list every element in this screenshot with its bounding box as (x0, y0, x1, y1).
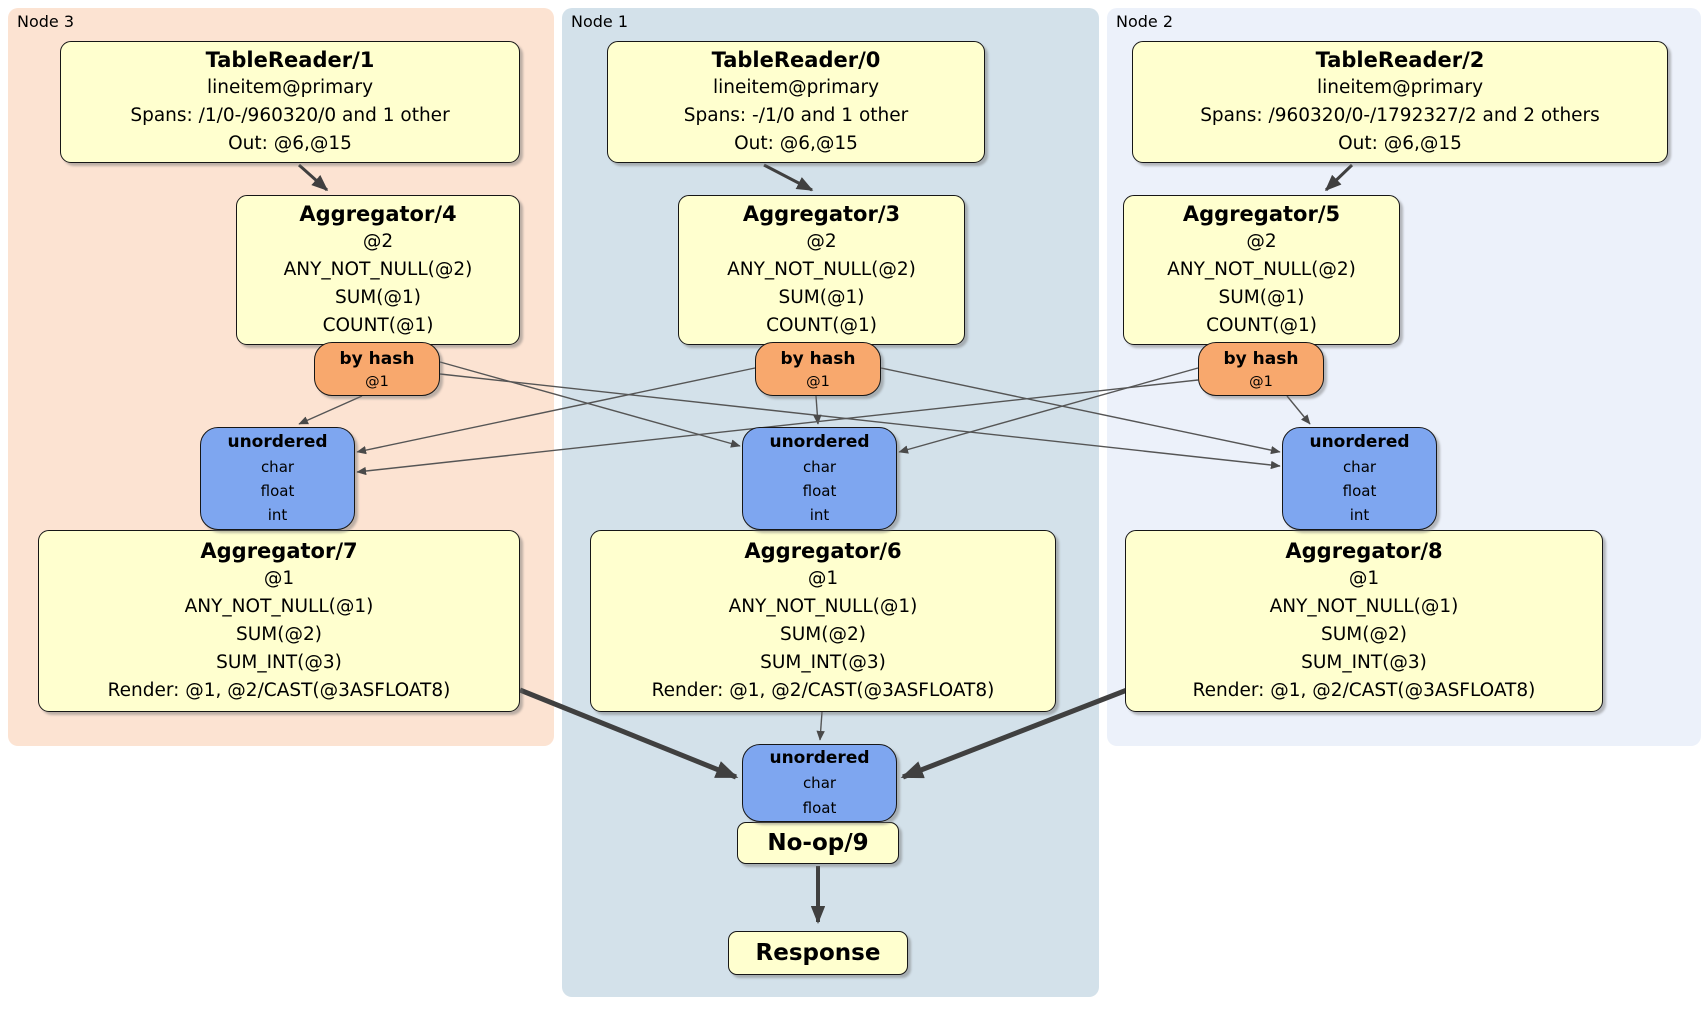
hash-router: by hash @1 (1198, 342, 1324, 396)
agg-fn-label: SUM_INT(@3) (216, 652, 342, 673)
agg-fn-label: SUM_INT(@3) (1301, 652, 1427, 673)
router-detail: @1 (1249, 373, 1273, 390)
final-aggregator-box: Aggregator/8 @1 ANY_NOT_NULL(@1) SUM(@2)… (1125, 530, 1603, 712)
sync-title: unordered (227, 432, 328, 452)
sync-type: char (802, 458, 837, 476)
agg-fn-label: ANY_NOT_NULL(@1) (728, 596, 918, 617)
agg-fn-label: SUM(@1) (1218, 287, 1305, 308)
agg-group-label: @2 (362, 231, 394, 252)
index-label: lineitem@primary (1316, 77, 1484, 98)
router-title: by hash (780, 348, 856, 369)
sync-type: char (1342, 458, 1377, 476)
hash-router: by hash @1 (755, 342, 881, 396)
node-label: Node 1 (571, 12, 629, 31)
unordered-sync: unordered char float int (1282, 427, 1437, 530)
table-reader-box: TableReader/0 lineitem@primary Spans: -/… (607, 41, 985, 163)
sync-type: int (267, 506, 288, 524)
sync-type: int (1349, 506, 1370, 524)
processor-title: Aggregator/5 (1182, 202, 1341, 226)
table-reader-box: TableReader/2 lineitem@primary Spans: /9… (1132, 41, 1668, 163)
aggregator-box: Aggregator/4 @2 ANY_NOT_NULL(@2) SUM(@1)… (236, 195, 520, 345)
sync-type: char (802, 773, 837, 792)
index-label: lineitem@primary (712, 77, 880, 98)
agg-group-label: @1 (807, 568, 839, 589)
agg-fn-label: ANY_NOT_NULL(@2) (1167, 259, 1356, 280)
processor-title: TableReader/2 (1315, 48, 1485, 72)
processor-title: No-op/9 (767, 830, 869, 856)
sync-type: float (802, 798, 837, 817)
render-label: Render: @1, @2/CAST(@3ASFLOAT8) (107, 680, 451, 701)
agg-fn-label: SUM(@1) (778, 287, 865, 308)
spans-label: Spans: -/1/0 and 1 other (683, 105, 909, 126)
agg-fn-label: SUM(@2) (780, 624, 866, 645)
render-label: Render: @1, @2/CAST(@3ASFLOAT8) (1192, 680, 1536, 701)
sync-title: unordered (769, 432, 870, 452)
out-label: Out: @6,@15 (228, 133, 352, 154)
processor-title: Aggregator/6 (744, 539, 902, 563)
render-label: Render: @1, @2/CAST(@3ASFLOAT8) (651, 680, 995, 701)
router-detail: @1 (806, 373, 830, 390)
noop-box: No-op/9 (737, 822, 899, 864)
processor-title: Aggregator/4 (299, 202, 457, 226)
agg-fn-label: SUM(@2) (236, 624, 322, 645)
aggregator-box: Aggregator/3 @2 ANY_NOT_NULL(@2) SUM(@1)… (678, 195, 965, 345)
aggregator-box: Aggregator/5 @2 ANY_NOT_NULL(@2) SUM(@1)… (1123, 195, 1400, 345)
unordered-sync: unordered char float int (200, 427, 355, 530)
node-label: Node 2 (1116, 12, 1174, 31)
agg-fn-label: SUM_INT(@3) (760, 652, 886, 673)
sync-type: float (1342, 482, 1377, 500)
unordered-sync: unordered char float int (742, 427, 897, 530)
agg-group-label: @1 (263, 568, 295, 589)
agg-fn-label: ANY_NOT_NULL(@1) (184, 596, 374, 617)
processor-title: TableReader/1 (205, 48, 375, 72)
router-title: by hash (339, 348, 415, 369)
hash-router: by hash @1 (314, 342, 440, 396)
agg-fn-label: COUNT(@1) (766, 315, 877, 336)
agg-fn-label: COUNT(@1) (322, 315, 434, 336)
index-label: lineitem@primary (206, 77, 374, 98)
sync-type: char (260, 458, 295, 476)
router-title: by hash (1223, 348, 1299, 369)
processor-title: Aggregator/8 (1285, 539, 1443, 563)
out-label: Out: @6,@15 (734, 133, 858, 154)
output-unordered-sync: unordered char float (742, 744, 897, 822)
response-title: Response (755, 940, 881, 966)
agg-fn-label: ANY_NOT_NULL(@1) (1269, 596, 1459, 617)
sync-type: float (260, 482, 295, 500)
agg-fn-label: ANY_NOT_NULL(@2) (727, 259, 916, 280)
agg-fn-label: SUM(@2) (1321, 624, 1407, 645)
out-label: Out: @6,@15 (1338, 133, 1462, 154)
final-aggregator-box: Aggregator/7 @1 ANY_NOT_NULL(@1) SUM(@2)… (38, 530, 520, 712)
agg-group-label: @2 (806, 231, 837, 252)
processor-title: Aggregator/7 (200, 539, 358, 563)
spans-label: Spans: /960320/0-/1792327/2 and 2 others (1200, 105, 1600, 126)
response-box: Response (728, 931, 908, 975)
sync-title: unordered (769, 747, 870, 768)
processor-title: Aggregator/3 (742, 202, 901, 226)
agg-group-label: @1 (1348, 568, 1380, 589)
processor-title: TableReader/0 (711, 48, 881, 72)
sync-type: int (809, 506, 830, 524)
spans-label: Spans: /1/0-/960320/0 and 1 other (130, 105, 450, 126)
final-aggregator-box: Aggregator/6 @1 ANY_NOT_NULL(@1) SUM(@2)… (590, 530, 1056, 712)
sync-type: float (802, 482, 837, 500)
agg-fn-label: SUM(@1) (335, 287, 421, 308)
agg-fn-label: COUNT(@1) (1206, 315, 1317, 336)
table-reader-box: TableReader/1 lineitem@primary Spans: /1… (60, 41, 520, 163)
agg-group-label: @2 (1246, 231, 1277, 252)
sync-title: unordered (1309, 432, 1410, 452)
node-label: Node 3 (17, 12, 75, 31)
agg-fn-label: ANY_NOT_NULL(@2) (283, 259, 473, 280)
router-detail: @1 (365, 373, 389, 390)
